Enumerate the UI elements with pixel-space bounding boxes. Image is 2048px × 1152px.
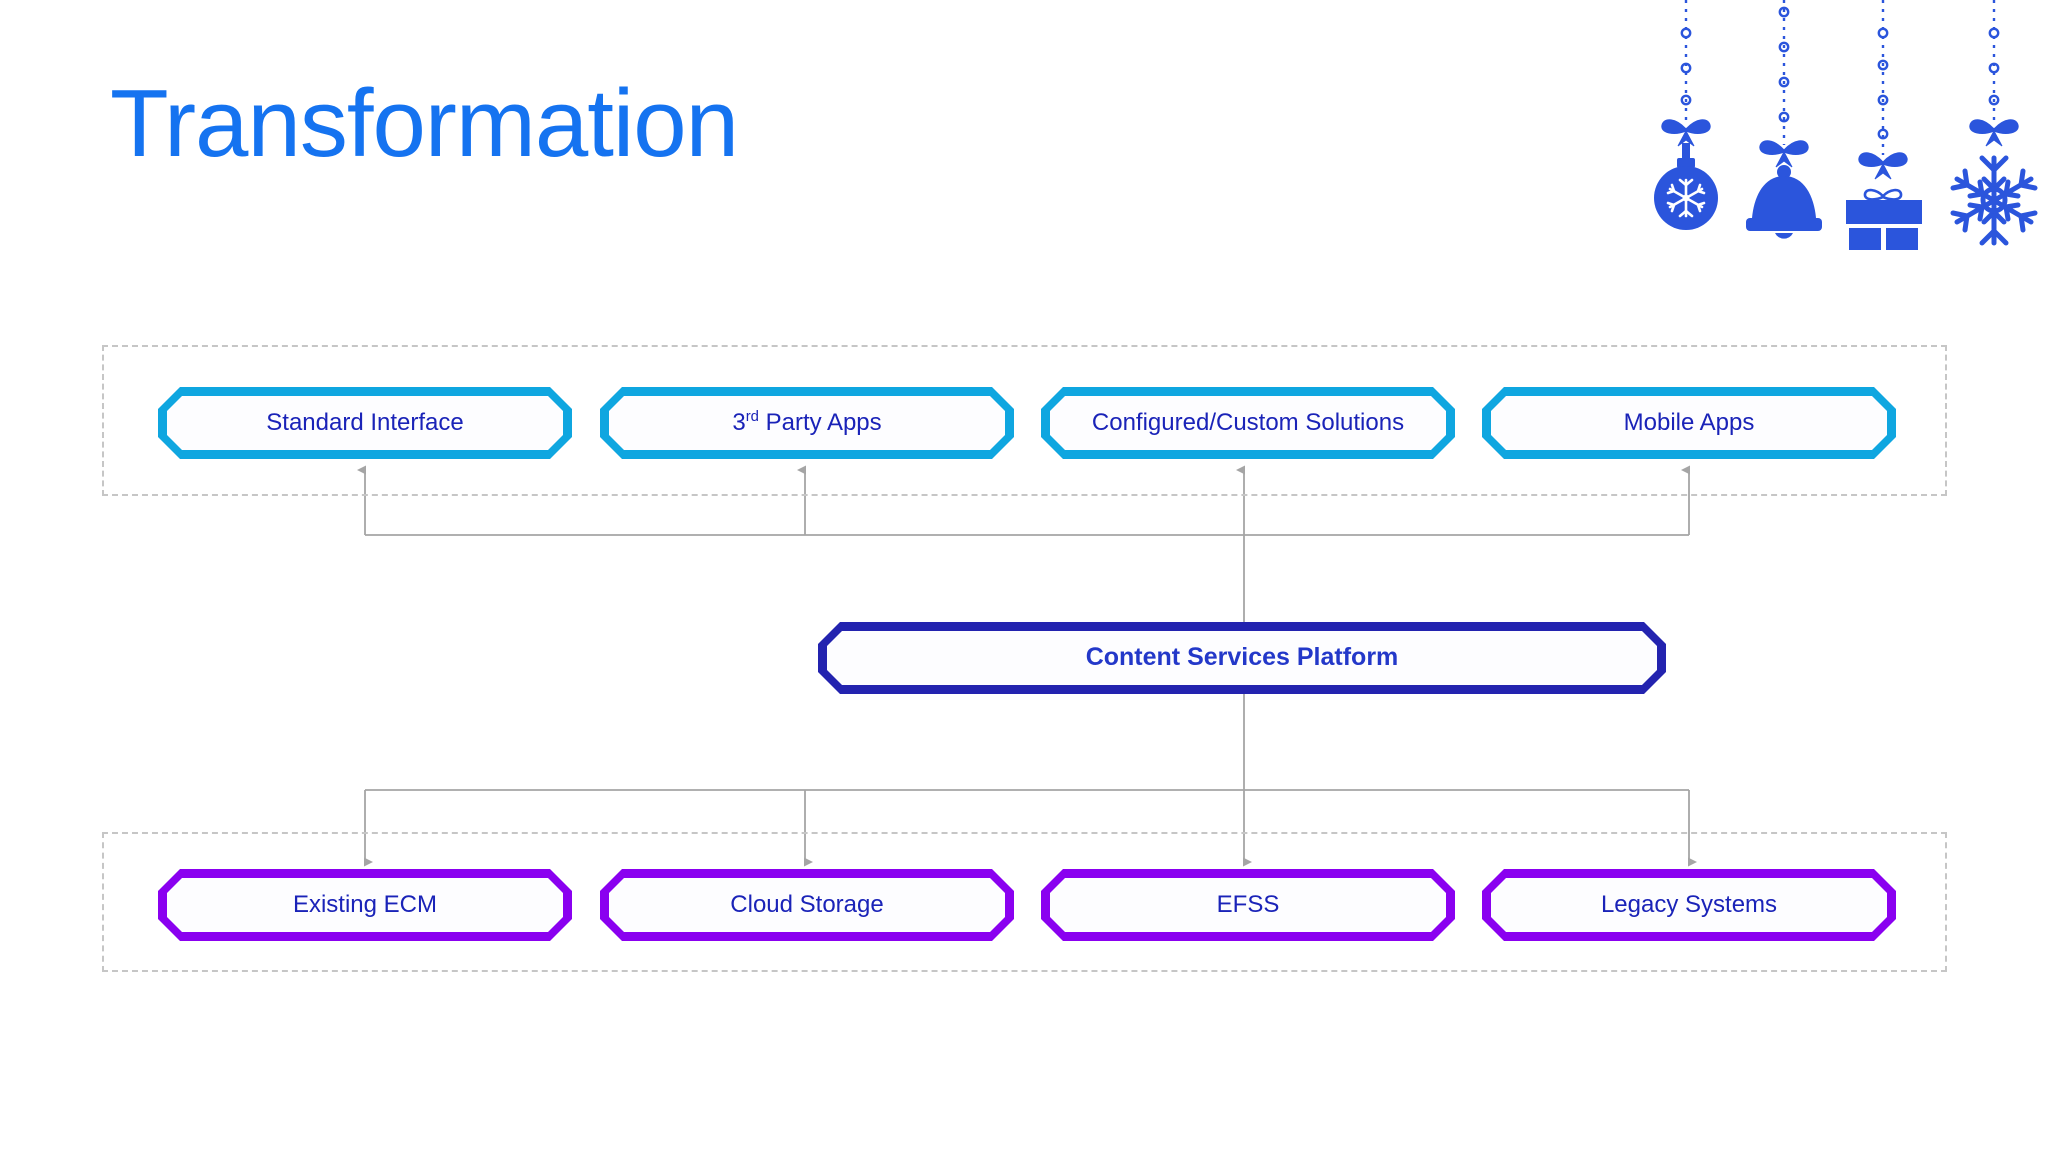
node-fill — [609, 878, 1005, 932]
node-fill — [1050, 396, 1446, 450]
node-label: Legacy Systems — [1600, 890, 1778, 918]
node-fill — [609, 396, 1005, 450]
node-label: Standard Interface — [266, 408, 464, 436]
node-fill — [1050, 878, 1446, 932]
node-label-superscript: rd — [745, 408, 759, 425]
node-existing-ecm[interactable]: Existing ECM — [158, 869, 572, 941]
node-fill — [1491, 878, 1887, 932]
consumption-layer-group — [102, 345, 1947, 496]
node-fill — [167, 878, 563, 932]
node-legacy-systems[interactable]: Legacy Systems — [1482, 869, 1896, 941]
node-fill — [827, 631, 1657, 685]
node-label: Existing ECM — [292, 890, 438, 918]
node-fill — [1491, 396, 1887, 450]
node-label: Content Services Platform — [1085, 643, 1399, 672]
node-label-suffix: Party Apps — [758, 408, 882, 436]
repository-layer-group — [102, 832, 1947, 972]
node-standard-interface[interactable]: Standard Interface — [158, 387, 572, 459]
node-label: EFSS — [1216, 890, 1280, 918]
node-label: Cloud Storage — [730, 890, 884, 918]
node-third-party-apps[interactable]: 3rd Party Apps — [600, 387, 1014, 459]
node-label-prefix: 3 — [732, 408, 746, 436]
node-label: Mobile Apps — [1623, 408, 1755, 436]
node-cloud-storage[interactable]: Cloud Storage — [600, 869, 1014, 941]
node-configured-custom-solutions[interactable]: Configured/Custom Solutions — [1041, 387, 1455, 459]
node-label: Configured/Custom Solutions — [1091, 408, 1405, 436]
node-fill — [167, 396, 563, 450]
node-mobile-apps[interactable]: Mobile Apps — [1482, 387, 1896, 459]
node-content-services-platform[interactable]: Content Services Platform — [818, 622, 1666, 694]
page-title: Transformation — [110, 70, 739, 177]
node-efss[interactable]: EFSS — [1041, 869, 1455, 941]
node-label: 3rd Party Apps — [722, 410, 891, 436]
